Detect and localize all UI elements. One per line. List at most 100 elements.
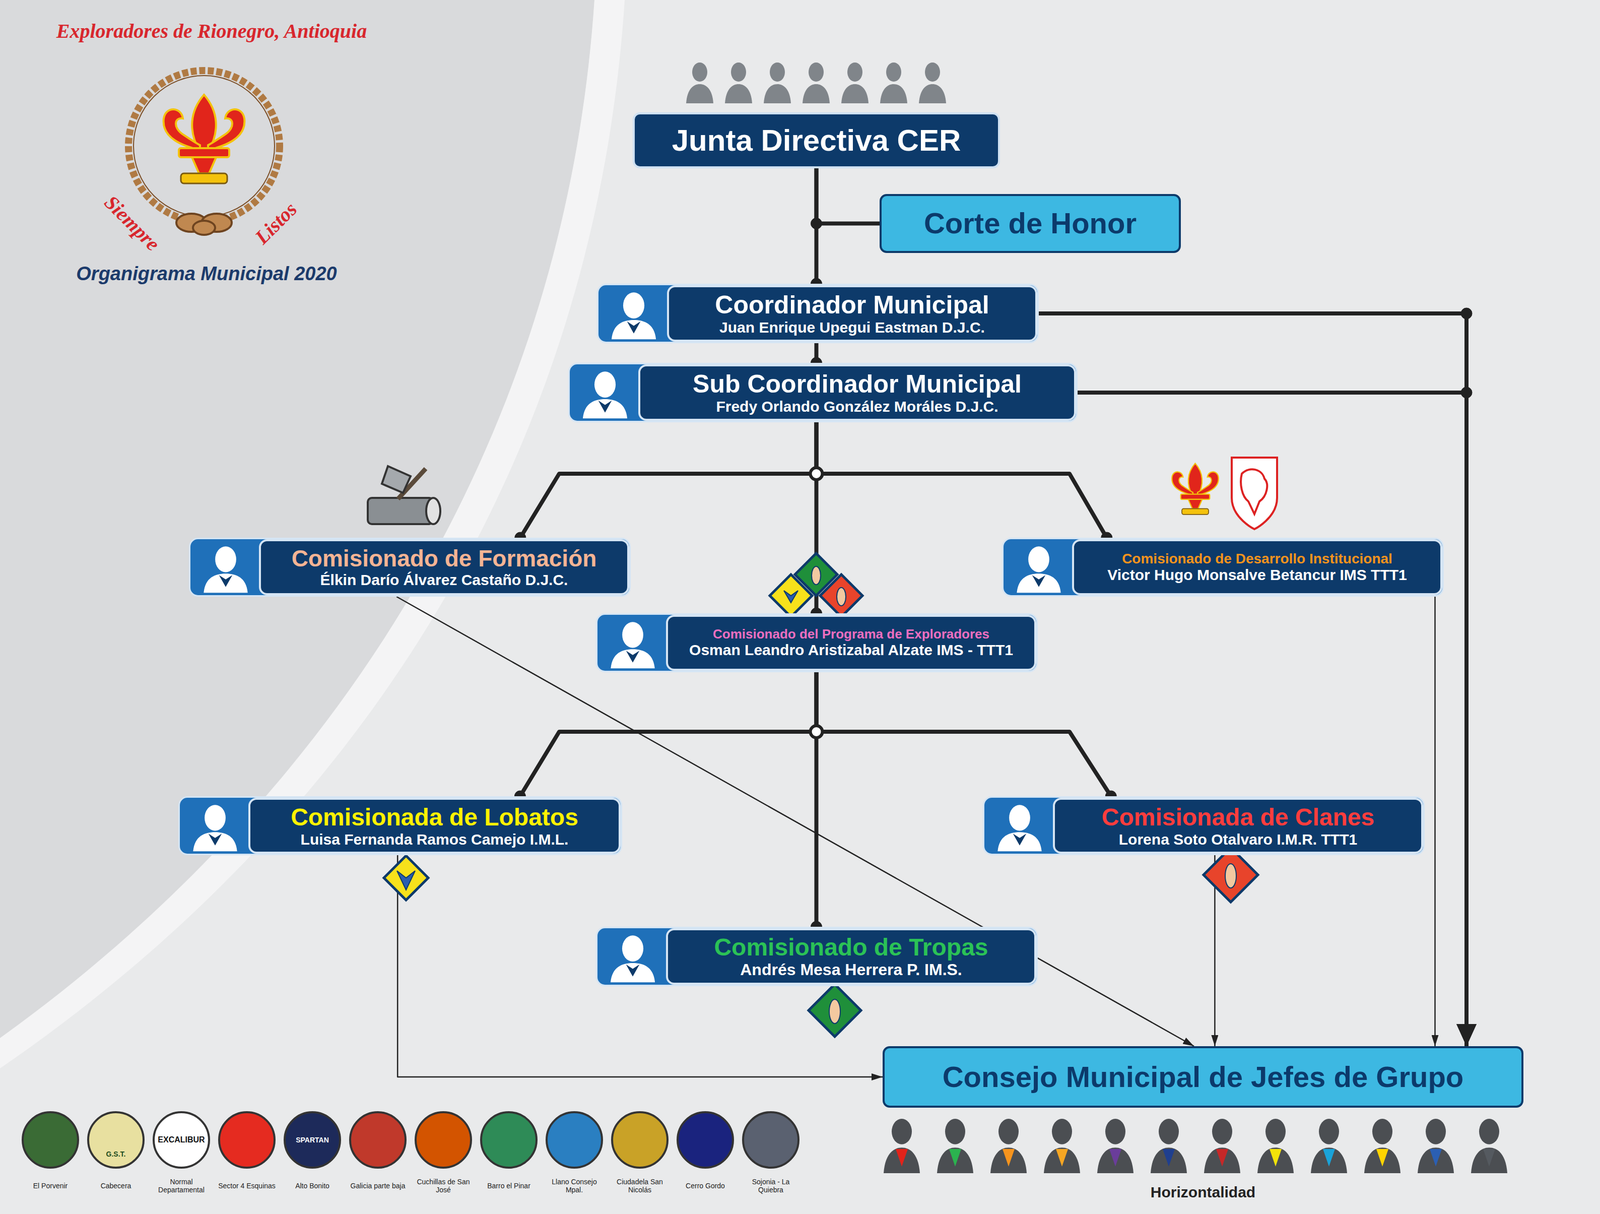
rope-ring xyxy=(128,70,280,222)
person-silhouette xyxy=(880,62,908,104)
badge-caption: Normal Departamental xyxy=(150,1177,213,1194)
person-icon xyxy=(190,539,261,595)
group-badge xyxy=(153,1111,210,1168)
label-box: Llano Consejo Mpal. xyxy=(543,1177,606,1194)
node-title: Coordinador Municipal xyxy=(714,290,989,319)
person-icon xyxy=(569,364,641,421)
node-name: Andrés Mesa Herrera P. IM.S. xyxy=(740,960,963,979)
clans-diamond xyxy=(1203,847,1258,902)
officer-box: Coordinador MunicipalJuan Enrique Upegui… xyxy=(596,283,1039,344)
connector xyxy=(814,672,819,927)
label-box: Barro el Pinar xyxy=(478,1181,540,1190)
ground-band xyxy=(0,0,625,1069)
group-badge xyxy=(612,1111,668,1168)
node-title: Comisionada de Clanes xyxy=(1101,803,1375,831)
label-box: Alto Bonito xyxy=(281,1181,344,1190)
person-silhouette xyxy=(1204,1118,1241,1173)
group-badge xyxy=(546,1111,603,1168)
icon-scarf xyxy=(598,400,613,413)
person-silhouette xyxy=(1043,1118,1081,1173)
title-box: Organigrama Municipal 2020 xyxy=(55,262,358,286)
person-silhouette xyxy=(1310,1118,1348,1173)
icon-body xyxy=(997,831,1042,851)
junction-dot xyxy=(810,725,823,738)
node-title: Comisionado de Tropas xyxy=(713,933,988,961)
label-box: Cuchillas de San José xyxy=(412,1177,475,1194)
icon-body xyxy=(1016,573,1061,593)
icon-scarf xyxy=(1032,574,1046,587)
rope-knot xyxy=(176,213,232,235)
icon-body xyxy=(203,573,248,593)
person-silhouette xyxy=(1364,1118,1401,1173)
person-icon xyxy=(597,614,669,671)
group-badge xyxy=(88,1111,144,1168)
icon-scarf xyxy=(1013,833,1027,846)
label-box: EXCALIBUR xyxy=(155,1135,208,1145)
connector xyxy=(1077,392,1467,1046)
rope-inner xyxy=(133,75,275,217)
badge-text: G.S.T. xyxy=(95,1149,137,1158)
badge-caption: Cuchillas de San José xyxy=(412,1177,475,1194)
program-diamonds xyxy=(769,553,863,617)
node-title: Corte de Honor xyxy=(923,207,1137,240)
badge-text: SPARTAN xyxy=(288,1135,337,1144)
text-panel: Comisionado del Programa de Exploradores… xyxy=(665,614,1037,671)
connector xyxy=(1038,313,1467,1046)
label-box: Cabecera xyxy=(85,1181,147,1190)
top-board-people xyxy=(686,62,947,104)
node-name: Élkin Darío Álvarez Castaño D.J.C. xyxy=(320,571,569,589)
badge-caption: Barro el Pinar xyxy=(478,1181,540,1190)
label-box: SPARTAN xyxy=(288,1135,337,1144)
person-silhouette xyxy=(883,1118,920,1173)
icon-head xyxy=(594,371,616,398)
icon-head xyxy=(215,546,237,572)
badge-text: EXCALIBUR xyxy=(155,1135,208,1145)
icon-head xyxy=(204,804,226,831)
node-title: Comisionado del Programa de Exploradores xyxy=(712,626,990,642)
badge-caption: Ciudadela San Nicolás xyxy=(609,1177,671,1194)
connector xyxy=(816,168,881,224)
icon-head xyxy=(623,292,645,319)
icon-body xyxy=(192,831,237,851)
group-leaders xyxy=(883,1118,1508,1173)
chart-title: Organigrama Municipal 2020 xyxy=(55,262,358,286)
badge-caption: Cerro Gordo xyxy=(674,1181,737,1190)
text-panel: Comisionado de Desarrollo InstitucionalV… xyxy=(1072,539,1443,595)
node-name: Juan Enrique Upegui Eastman D.J.C. xyxy=(719,318,985,337)
label-box: G.S.T. xyxy=(95,1149,137,1158)
person-silhouette xyxy=(1471,1118,1508,1173)
badge-caption: El Porvenir xyxy=(19,1181,82,1190)
node-title: Comisionado de Formación xyxy=(291,545,597,572)
node-title: Comisionado de Desarrollo Institucional xyxy=(1121,550,1393,567)
logo-motto: Exploradores de Rionegro, Antioquia xyxy=(10,19,414,43)
icon-scarf xyxy=(219,574,233,587)
person-silhouette xyxy=(1257,1118,1294,1173)
label-box: Horizontalidad xyxy=(1122,1183,1284,1202)
institution-emblem xyxy=(1171,457,1278,529)
junction-dot xyxy=(1460,307,1473,319)
officer-box: Comisionado de FormaciónÉlkin Darío Álva… xyxy=(188,537,631,597)
node-title: Junta Directiva CER xyxy=(672,123,962,158)
icon-head xyxy=(622,621,644,648)
icon-scarf xyxy=(627,321,641,334)
person-silhouette xyxy=(686,62,714,104)
label-box: Exploradores de Rionegro, Antioquia xyxy=(10,19,414,43)
label-box: Ciudadela San Nicolás xyxy=(609,1177,671,1194)
badge-caption: Cabecera xyxy=(85,1181,147,1190)
junction-dot xyxy=(810,467,823,480)
person-silhouette xyxy=(724,62,753,104)
icon-body xyxy=(610,648,655,669)
person-icon xyxy=(598,285,670,342)
label-box: Normal Departamental xyxy=(150,1177,213,1194)
junction-dot xyxy=(811,218,823,230)
icon-head xyxy=(622,935,644,962)
officer-box: Comisionada de LobatosLuisa Fernanda Ram… xyxy=(178,795,623,855)
badge-caption: Llano Consejo Mpal. xyxy=(543,1177,606,1194)
person-icon xyxy=(597,927,669,985)
text-panel: Comisionada de LobatosLuisa Fernanda Ram… xyxy=(248,797,621,854)
troops-diamond xyxy=(808,983,861,1037)
connector xyxy=(816,422,1107,538)
